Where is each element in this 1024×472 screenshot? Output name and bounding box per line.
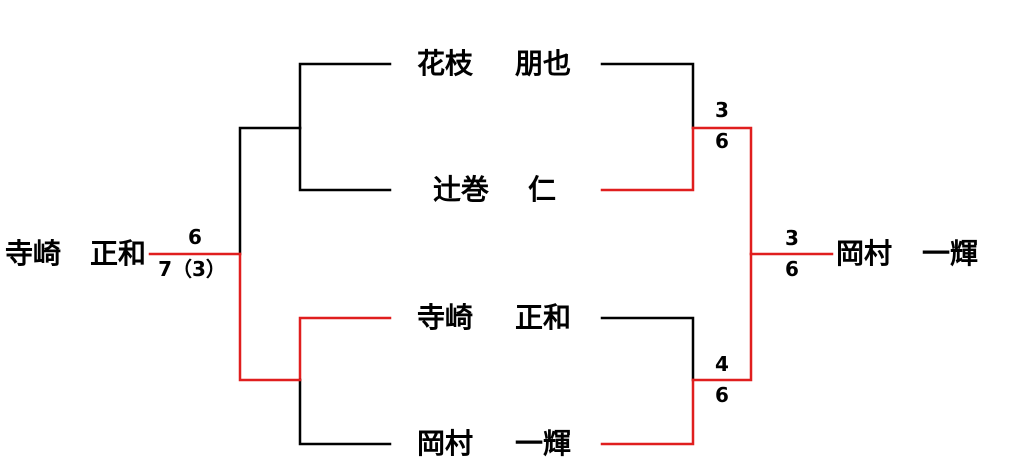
player-p2-surname: 辻巻 [433,173,490,206]
line-p4-right [600,378,695,446]
line-p3-left [298,316,392,382]
semi1-score-top: 3 [715,98,729,122]
player-p1-surname: 花枝 [417,47,474,80]
line-p1-left [298,62,392,130]
player-p4-surname: 岡村 [417,427,473,460]
final-right-surname: 岡村 [836,237,892,270]
line-top-pair-left [238,126,302,256]
player-p1-label: 花枝 朋也 [417,47,571,80]
final-right-label: 岡村 一輝 [836,237,978,270]
player-p2-label: 辻巻 仁 [433,173,556,206]
line-bottom-pair-left [238,252,302,382]
line-p2-right [600,126,695,192]
player-p1-given: 朋也 [515,47,571,80]
player-p2-given: 仁 [528,173,556,206]
right-bracket-lines [600,62,834,446]
final-left-score-bottom: 7（3） [158,257,226,281]
final-right-score-top: 3 [785,226,799,250]
final-left-label: 寺崎 正和 [5,237,146,270]
final-right-given: 一輝 [922,237,978,270]
line-p3-right [600,316,695,382]
line-semi1-to-final [691,126,753,256]
final-left-score-top: 6 [188,225,202,249]
line-p1-right [600,62,695,130]
line-p4-left [298,378,392,446]
final-left-surname: 寺崎 [5,237,61,270]
player-p4-given: 一輝 [515,427,571,460]
line-p2-left [298,126,392,192]
line-semi2-to-final [691,252,753,382]
final-left-given: 正和 [90,237,146,270]
player-p3-label: 寺崎 正和 [417,301,571,334]
final-right-score-bottom: 6 [785,257,799,281]
left-bracket-lines [148,62,392,446]
player-p3-surname: 寺崎 [417,301,473,334]
semi2-score-top: 4 [715,352,729,376]
player-p4-label: 岡村 一輝 [417,427,571,460]
player-p3-given: 正和 [515,301,571,334]
semi2-score-bottom: 6 [715,383,729,407]
semi1-score-bottom: 6 [715,129,729,153]
